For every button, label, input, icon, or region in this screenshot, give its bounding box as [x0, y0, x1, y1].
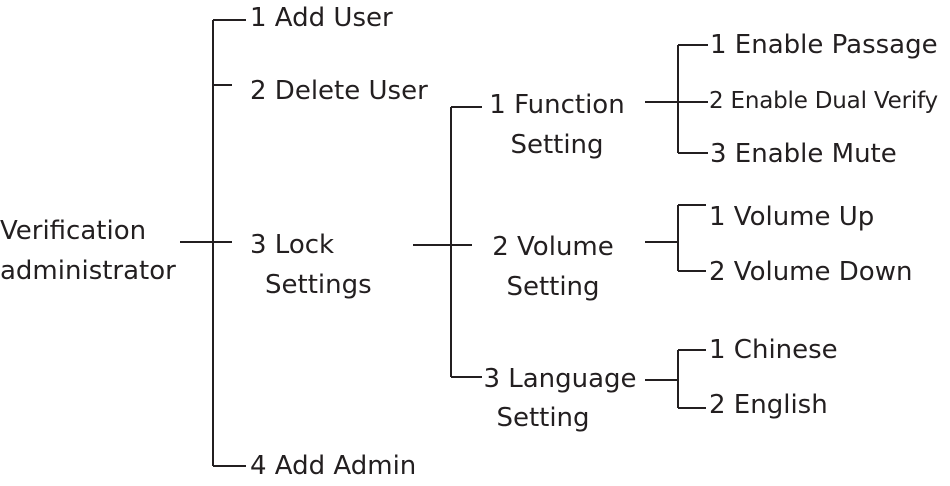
root-label-line1: Verification — [0, 216, 147, 246]
root-label-line2: administrator — [0, 256, 176, 286]
menu-item-lock-settings-line2: Settings — [265, 270, 372, 300]
submenu-language-setting-line1: 3 Language — [483, 364, 637, 394]
menu-item-delete-user: 2 Delete User — [250, 76, 428, 106]
submenu-volume-setting-line2: Setting — [506, 272, 600, 302]
submenu-language-setting-line2: Setting — [496, 403, 590, 433]
menu-item-lock-settings-line1: 3 Lock — [250, 230, 335, 260]
option-enable-dual-verify: 2 Enable Dual Verify — [709, 88, 938, 114]
option-english: 2 English — [709, 390, 828, 420]
option-enable-mute: 3 Enable Mute — [710, 139, 897, 169]
option-enable-passage: 1 Enable Passage — [710, 30, 938, 60]
option-volume-up: 1 Volume Up — [709, 202, 875, 232]
option-volume-down: 2 Volume Down — [709, 257, 913, 287]
menu-item-add-user: 1 Add User — [250, 3, 393, 33]
submenu-function-setting-line1: 1 Function — [489, 90, 625, 120]
option-chinese: 1 Chinese — [709, 335, 838, 365]
submenu-function-setting-line2: Setting — [510, 130, 604, 160]
submenu-volume-setting-line1: 2 Volume — [492, 232, 614, 262]
menu-item-add-admin: 4 Add Admin — [250, 451, 417, 481]
